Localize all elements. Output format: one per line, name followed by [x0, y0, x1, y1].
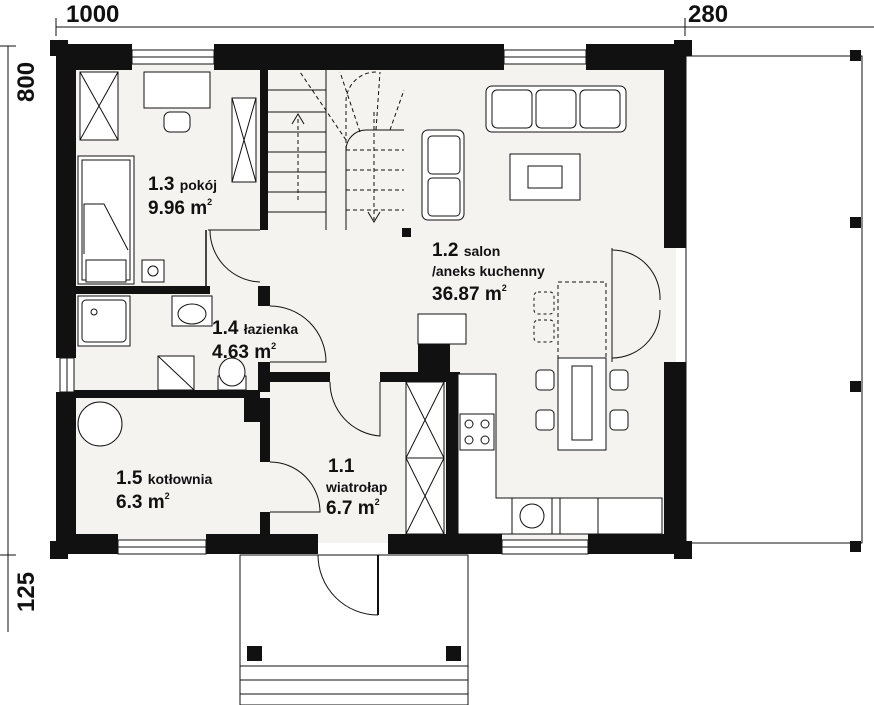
svg-text:/aneks kuchenny: /aneks kuchenny — [432, 263, 545, 279]
svg-text:36.87 m2: 36.87 m2 — [432, 283, 507, 305]
svg-text:1.5 kotłownia: 1.5 kotłownia — [116, 468, 212, 489]
svg-text:wiatrołap: wiatrołap — [325, 479, 387, 495]
svg-text:1.4 łazienka: 1.4 łazienka — [212, 318, 298, 339]
bathroom-furniture — [77, 295, 247, 391]
staircase — [268, 70, 405, 230]
svg-text:6.7 m2: 6.7 m2 — [326, 497, 380, 519]
room-label-1-3: 1.3 pokój 9.96 m2 — [148, 174, 217, 219]
dimension-top-left: 1000 — [66, 1, 119, 28]
outer-walls — [50, 40, 692, 559]
room-label-1-2: 1.2 salon /aneks kuchenny 36.87 m2 — [432, 240, 545, 305]
room-1-3-furniture — [77, 71, 257, 285]
boiler — [77, 401, 123, 447]
terrace — [685, 50, 863, 552]
dimension-lines — [0, 18, 874, 632]
interior-walls — [74, 66, 460, 538]
living-furniture — [405, 85, 663, 535]
room-label-1-5: 1.5 kotłownia 6.3 m2 — [116, 468, 212, 513]
svg-text:4.63 m2: 4.63 m2 — [212, 341, 276, 363]
dimension-left-lower: 125 — [13, 572, 40, 612]
svg-text:9.96 m2: 9.96 m2 — [148, 197, 212, 219]
svg-text:1.3 pokój: 1.3 pokój — [148, 174, 217, 195]
floor-area — [68, 56, 676, 543]
dimension-top-right: 280 — [688, 1, 728, 28]
svg-text:1.2 salon: 1.2 salon — [432, 240, 500, 261]
room-label-1-4: 1.4 łazienka 4.63 m2 — [212, 318, 298, 363]
dimension-left-upper: 800 — [13, 62, 40, 102]
svg-text:1.1: 1.1 — [328, 456, 355, 477]
svg-text:6.3 m2: 6.3 m2 — [116, 491, 170, 513]
windows — [59, 49, 589, 555]
entrance-porch — [239, 554, 469, 705]
doors — [205, 229, 661, 513]
room-label-1-1: 1.1 wiatrołap 6.7 m2 — [325, 456, 387, 519]
